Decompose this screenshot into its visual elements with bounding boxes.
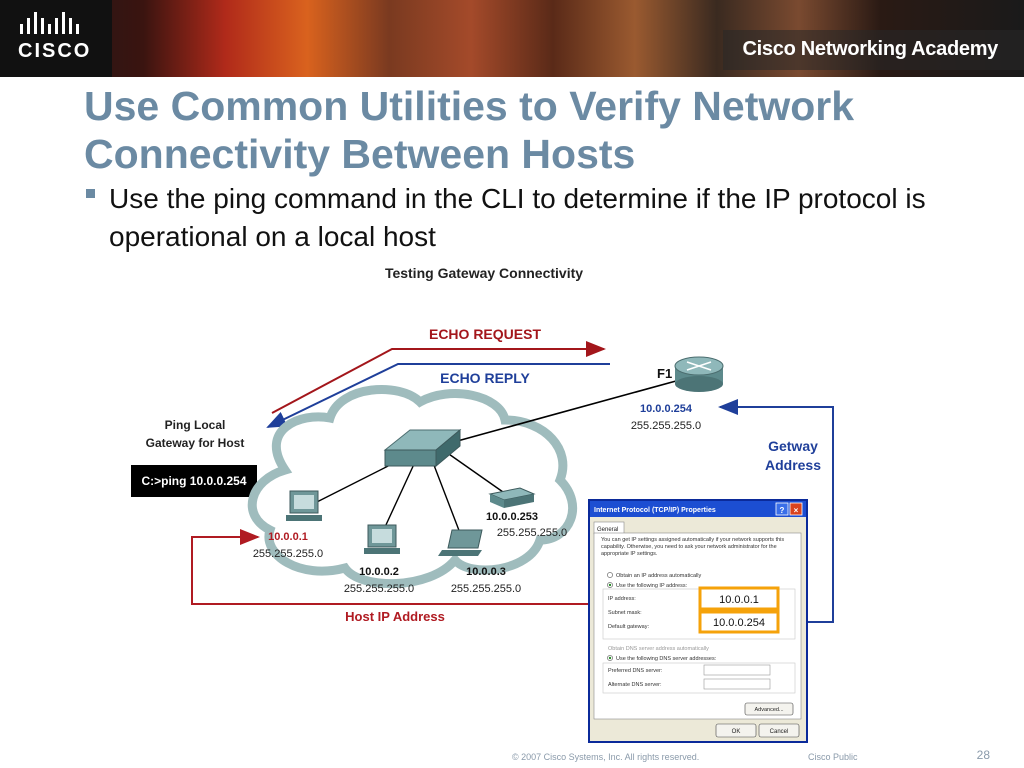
router-ip: 10.0.0.254 [640,403,693,415]
dialog-description: You can get IP settings assigned automat… [601,537,785,557]
echo-request-label: ECHO REQUEST [429,326,541,342]
tab-general-label: General [597,527,618,533]
dialog-title: Internet Protocol (TCP/IP) Properties [594,507,716,514]
dialog-titlebar [590,501,806,517]
radio-manual-ip-label: Use the following IP address: [616,583,688,589]
cisco-logo-text: CISCO [18,40,92,62]
dns-manual-label: Use the following DNS server addresses: [616,656,717,662]
ip-address-value: 10.0.0.1 [719,594,759,606]
cancel-button-label: Cancel [770,729,789,735]
copyright: © 2007 Cisco Systems, Inc. All rights re… [512,752,700,762]
default-gateway-field[interactable] [698,610,780,634]
router-icon [674,356,724,392]
alternate-dns-field[interactable] [703,678,771,690]
cancel-button[interactable] [758,723,800,738]
advanced-button-label: Advanced... [754,707,784,713]
echo-request-arrow [271,341,606,414]
ping-command: C:>ping 10.0.0.254 [141,474,246,488]
close-icon: × [794,506,799,515]
dns-settings-group [602,662,796,694]
help-icon: ? [780,506,785,515]
slide-title: Use Common Utilities to Verify Network C… [84,83,855,177]
ip-address-field[interactable] [698,586,780,611]
academy-logo-text: Cisco Networking Academy [742,38,999,60]
network-cloud [247,384,578,588]
host-3-laptop-icon [438,529,483,556]
host-3-mask: 255.255.255.0 [451,583,521,595]
default-gateway-value: 10.0.0.254 [713,617,765,629]
cisco-logo: CISCO [0,0,112,77]
link-host-2 [384,461,416,528]
router-mask: 255.255.255.0 [631,420,701,432]
bullet-square-icon [86,189,95,198]
link-host-4 [445,451,504,493]
host-2-ip: 10.0.0.2 [359,566,399,578]
header-banner: CISCO Cisco Networking Academy [0,0,1024,77]
dns-auto-label: Obtain DNS server address automatically [608,646,709,652]
host-ip-label: Host IP Address [345,609,445,624]
host-4-mask: 255.255.255.0 [497,527,567,539]
host-1-mask: 255.255.255.0 [253,548,323,560]
radio-manual-ip-selected [608,583,612,587]
preferred-dns-label: Preferred DNS server: [608,668,663,674]
tcpip-properties-dialog: Internet Protocol (TCP/IP) Properties ? … [588,499,808,743]
host-4-server-icon [488,487,536,508]
host-2-mask: 255.255.255.0 [344,583,414,595]
gateway-address-label-line1: Getway [768,438,818,454]
ping-label-line2: Gateway for Host [146,436,245,450]
radio-auto-ip-label: Obtain an IP address automatically [616,573,701,579]
preferred-dns-field[interactable] [703,664,771,676]
ok-button-label: OK [732,729,741,735]
dialog-description-wrap: You can get IP settings assigned automat… [601,537,785,557]
default-gateway-label: Default gateway: [608,624,649,630]
close-button[interactable] [789,502,803,516]
subnet-mask-label: Subnet mask: [608,610,642,616]
diagram-title: Testing Gateway Connectivity [385,265,583,281]
academy-logo: Cisco Networking Academy [722,30,1024,70]
gateway-address-label-line2: Address [765,457,821,473]
router-link [420,380,677,452]
classification: Cisco Public [808,752,858,762]
echo-reply-arrow [266,363,610,428]
radio-manual-dns-selected [608,656,612,660]
ip-address-label: IP address: [608,596,636,602]
link-host-3 [431,459,461,534]
host-2-pc-icon [364,524,400,554]
host-3-ip: 10.0.0.3 [466,566,506,578]
router-interface-label: F1 [657,366,672,381]
command-box [131,465,257,497]
ok-button[interactable] [715,723,757,738]
slide-bullet: Use the ping command in the CLI to deter… [109,183,926,252]
advanced-button[interactable] [744,702,794,716]
host-1-pc-icon [286,490,322,521]
switch-icon [383,428,462,468]
echo-reply-label: ECHO REPLY [440,370,530,386]
ping-label-line1: Ping Local [165,418,226,432]
page-number: 28 [976,748,990,762]
host-1-ip: 10.0.0.1 [268,531,308,543]
radio-auto-ip[interactable] [607,572,613,578]
host-4-ip: 10.0.0.253 [486,511,538,523]
alternate-dns-label: Alternate DNS server: [608,682,662,688]
help-button[interactable] [775,502,789,516]
cisco-bridge-icon [20,12,79,34]
host-ip-arrow [191,529,700,605]
